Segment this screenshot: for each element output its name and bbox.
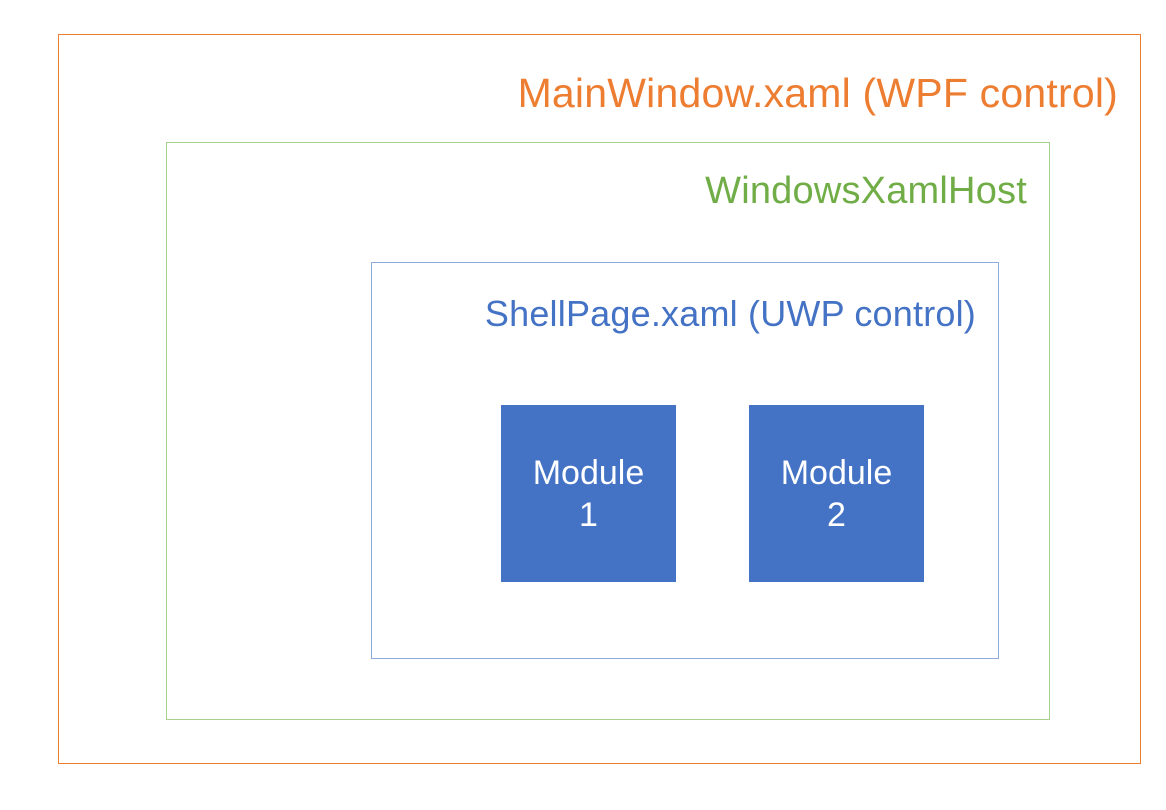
layer-box-mainwindow: MainWindow.xaml (WPF control) (58, 34, 1141, 764)
module-tile-2-label: Module (780, 453, 893, 492)
layer-box-shellpage: ShellPage.xaml (UWP control) (371, 262, 999, 659)
module-tile-1-number: 1 (579, 495, 598, 534)
module-tile-2: Module 2 (749, 405, 924, 582)
module-tile-1: Module 1 (501, 405, 676, 582)
layer-label-windowsxamlhost: WindowsXamlHost (705, 170, 1027, 212)
module-tile-2-number: 2 (827, 495, 846, 534)
module-tile-1-label: Module (532, 453, 645, 492)
layer-box-windowsxamlhost: WindowsXamlHost (166, 142, 1050, 720)
layer-label-mainwindow: MainWindow.xaml (WPF control) (517, 70, 1118, 116)
layer-label-shellpage: ShellPage.xaml (UWP control) (484, 293, 976, 334)
